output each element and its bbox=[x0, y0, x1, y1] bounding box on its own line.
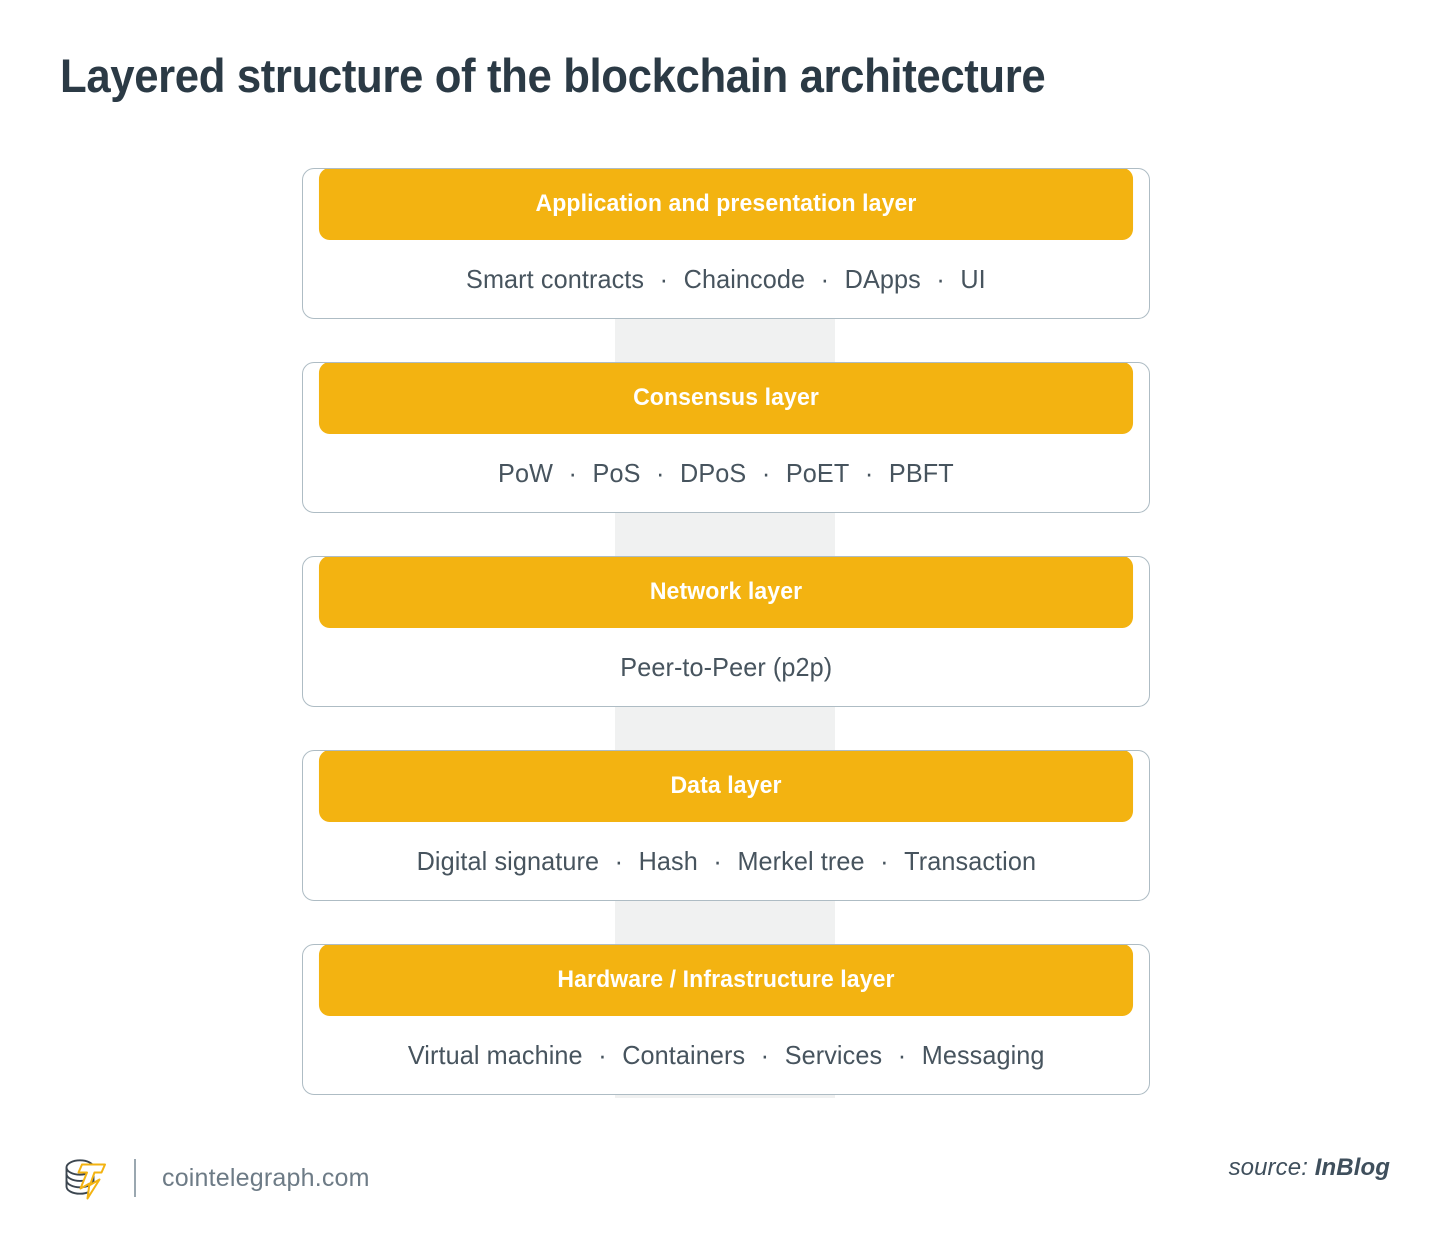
layer-item: Chaincode bbox=[683, 263, 806, 294]
layer-item: Smart contracts bbox=[466, 263, 645, 294]
layer-item: DPoS bbox=[680, 457, 747, 488]
source-name: InBlog bbox=[1314, 1154, 1390, 1181]
item-separator-dot: · bbox=[936, 264, 945, 294]
item-separator-dot: · bbox=[713, 846, 722, 876]
layer-item: Digital signature bbox=[416, 845, 599, 876]
footer: cointelegraph.com source: InBlog bbox=[0, 1140, 1450, 1250]
item-separator-dot: · bbox=[760, 1040, 769, 1070]
footer-divider bbox=[134, 1159, 136, 1197]
layer-item-row: Smart contracts · Chaincode · DApps · UI bbox=[466, 264, 986, 295]
source-label: source: bbox=[1228, 1154, 1308, 1181]
layer-item: Virtual machine bbox=[407, 1039, 583, 1070]
layer-body: Digital signature · Hash · Merkel tree · Trans… bbox=[303, 822, 1149, 900]
item-separator-dot: · bbox=[864, 458, 874, 488]
page-title: Layered structure of the blockchain arch… bbox=[60, 49, 1046, 102]
layer-body: PoW · PoS · DPoS · PoET · PBFT bbox=[303, 434, 1149, 512]
layer-item-row: Digital signature · Hash · Merkel tree · Trans… bbox=[416, 846, 1036, 877]
layer-body: Smart contracts · Chaincode · DApps · UI bbox=[303, 240, 1149, 318]
layer-item-row: PoW · PoS · DPoS · PoET · PBFT bbox=[498, 458, 954, 489]
layer-header: Consensus layer bbox=[318, 363, 1134, 434]
layer-item: Services bbox=[784, 1039, 882, 1070]
layer-item: Peer-to-Peer (p2p) bbox=[619, 651, 833, 682]
layer-body: Peer-to-Peer (p2p) bbox=[303, 628, 1149, 706]
item-separator-dot: · bbox=[656, 458, 665, 488]
item-separator-dot: · bbox=[761, 458, 771, 488]
layer-item: Containers bbox=[622, 1039, 745, 1070]
cointelegraph-logo-icon bbox=[58, 1152, 110, 1204]
item-separator-dot: · bbox=[879, 846, 889, 876]
layer-item: Hash bbox=[638, 845, 698, 876]
item-separator-dot: · bbox=[659, 264, 669, 294]
item-separator-dot: · bbox=[597, 1040, 607, 1070]
layer-header: Application and presentation layer bbox=[318, 169, 1134, 240]
layer-item: Merkel tree bbox=[737, 845, 865, 876]
layer-item: PoS bbox=[592, 457, 641, 488]
item-separator-dot: · bbox=[820, 264, 830, 294]
layer-body: Virtual machine · Containers · Services · Mess… bbox=[303, 1016, 1149, 1094]
layer-item: DApps bbox=[844, 263, 921, 294]
layer-item: PBFT bbox=[888, 457, 954, 488]
item-separator-dot: · bbox=[568, 458, 578, 488]
layer-item: UI bbox=[960, 263, 986, 294]
layer-item-row: Virtual machine · Containers · Services · Mess… bbox=[408, 1040, 1045, 1071]
footer-url[interactable]: cointelegraph.com bbox=[162, 1163, 370, 1192]
footer-brand: cointelegraph.com bbox=[58, 1148, 370, 1208]
layer-item: Messaging bbox=[921, 1039, 1045, 1070]
source-attribution: source: InBlog bbox=[1229, 1154, 1390, 1182]
layer-header: Data layer bbox=[318, 751, 1134, 822]
item-separator-dot: · bbox=[614, 846, 623, 876]
item-separator-dot: · bbox=[897, 1040, 906, 1070]
layer-header: Network layer bbox=[318, 557, 1134, 628]
layer-item: PoET bbox=[785, 457, 850, 488]
layer-item: PoW bbox=[498, 457, 554, 488]
layer-item: Transaction bbox=[903, 845, 1036, 876]
layer-header: Hardware / Infrastructure layer bbox=[318, 945, 1134, 1016]
layer-item-row: Peer-to-Peer (p2p) bbox=[620, 652, 832, 683]
